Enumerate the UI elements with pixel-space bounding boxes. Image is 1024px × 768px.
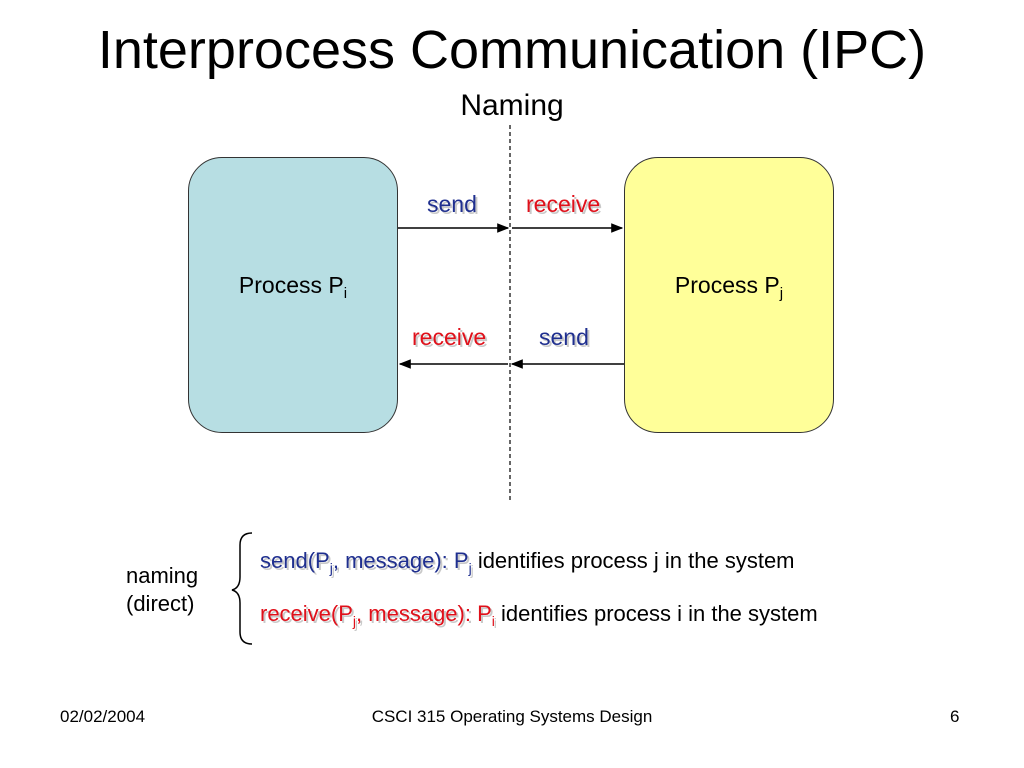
send-naming-line: send(Pj, message): Pj identifies process… <box>260 547 795 582</box>
send-description: identifies process j in the system <box>477 548 795 573</box>
send-call: send(Pj, message): Pj <box>260 548 472 576</box>
process-j-label: Process Pj <box>674 272 784 302</box>
naming-brace <box>231 532 253 645</box>
footer-date: 02/02/2004 <box>60 707 146 726</box>
bottom-receive-label: receive <box>412 324 487 350</box>
naming-direct-label: naming (direct) <box>126 563 199 616</box>
slide-subtitle: Naming <box>460 89 564 122</box>
footer-course: CSCI 315 Operating Systems Design <box>371 707 653 726</box>
receive-call: receive(Pj, message): Pi <box>260 601 495 629</box>
process-i-box: Process Pi <box>188 157 398 433</box>
top-send-label: send <box>427 191 477 217</box>
receive-description: identifies process i in the system <box>501 601 818 626</box>
receive-naming-line: receive(Pj, message): Pi identifies proc… <box>260 600 818 635</box>
slide-title: Interprocess Communication (IPC) <box>97 20 927 80</box>
process-j-box: Process Pj <box>624 157 834 433</box>
process-i-label: Process Pi <box>238 272 348 302</box>
top-receive-label: receive <box>526 191 601 217</box>
page-number: 6 <box>950 707 960 726</box>
bottom-send-label: send <box>539 324 589 350</box>
